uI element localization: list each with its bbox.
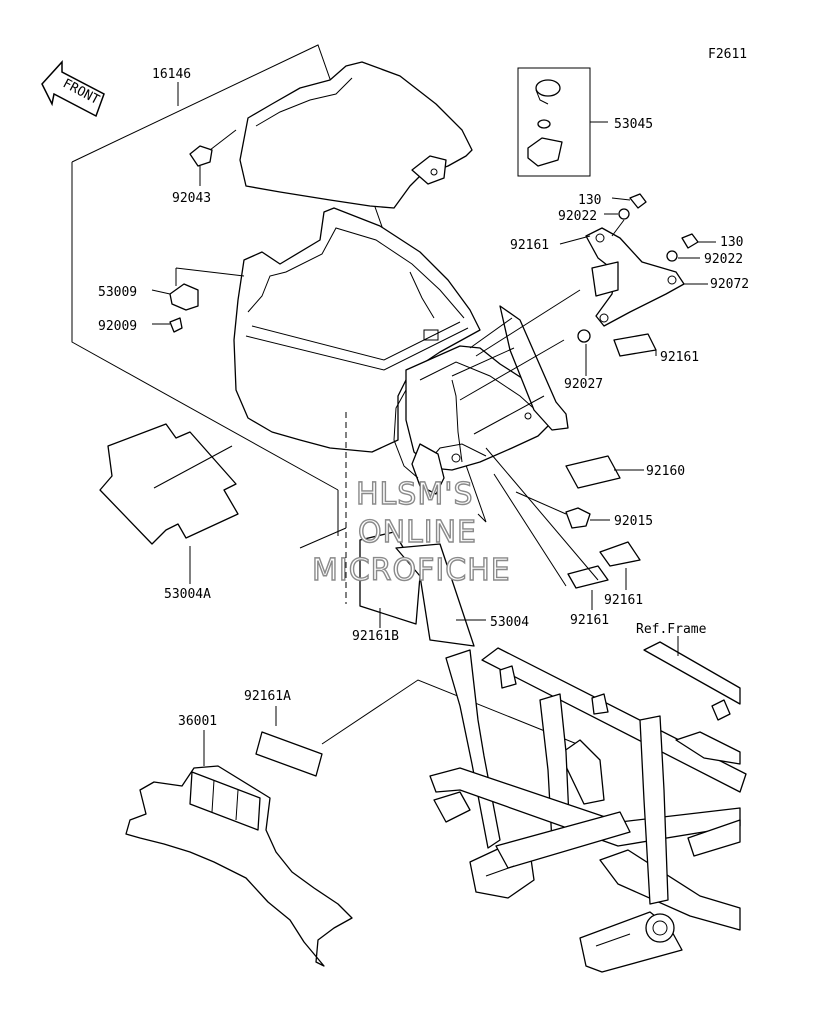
watermark-line-2: ONLINE (358, 515, 477, 550)
part-label[interactable]: 92009 (98, 319, 137, 334)
part-label[interactable]: 92027 (564, 377, 603, 392)
front-arrow-icon: FRONT (41, 60, 105, 118)
bolt-130-right (666, 233, 716, 285)
watermark: HLSM'S ONLINE MICROFICHE (311, 476, 511, 588)
part-label[interactable]: 53004A (164, 587, 211, 602)
part-label[interactable]: 92161 (604, 593, 643, 608)
part-label[interactable]: 92072 (710, 277, 749, 292)
leader-line (299, 527, 347, 549)
part-label[interactable]: 92161A (244, 689, 291, 704)
part-label[interactable]: 92161B (352, 629, 399, 644)
leader-line (559, 235, 591, 245)
part-label[interactable]: 36001 (178, 714, 217, 729)
part-label[interactable]: 53009 (98, 285, 137, 300)
frame-reference (429, 636, 747, 973)
label-92161A (255, 679, 583, 777)
part-label[interactable]: 130 (720, 235, 743, 250)
leader-lines-fender (451, 289, 599, 587)
part-label[interactable]: 92160 (646, 464, 685, 479)
side-cover-panel (233, 207, 481, 453)
label-92160 (565, 455, 644, 489)
rear-fender-inner (393, 305, 569, 495)
nut-92015 (515, 491, 610, 529)
screw-92043 (189, 129, 237, 186)
part-label[interactable]: 92015 (614, 514, 653, 529)
kit-53045 (517, 67, 608, 177)
part-label[interactable]: 92022 (704, 252, 743, 267)
pad-53004A (99, 423, 239, 584)
watermark-line-1: HLSM'S (356, 477, 474, 512)
part-label[interactable]: 130 (578, 193, 601, 208)
clip-53009 (151, 267, 245, 311)
part-label[interactable]: 92022 (558, 209, 597, 224)
part-label[interactable]: 92043 (172, 191, 211, 206)
watermark-line-3: MICROFICHE (312, 553, 511, 588)
figure-code: F2611 (708, 47, 747, 62)
screw-92009 (152, 317, 183, 333)
part-label[interactable]: 92161 (510, 238, 549, 253)
ref-frame-label: Ref.Frame (636, 622, 707, 637)
part-label[interactable]: 53045 (614, 117, 653, 132)
pad-53004 (395, 543, 486, 647)
part-label[interactable]: 92161 (570, 613, 609, 628)
bracket-36001 (125, 730, 353, 967)
washer-92027 (577, 329, 591, 376)
part-label[interactable]: 53004 (490, 615, 529, 630)
label-92161-pair (567, 541, 641, 610)
part-label[interactable]: 92161 (660, 350, 699, 365)
part-label[interactable]: 16146 (152, 67, 191, 82)
bolt-130-upper (604, 193, 647, 237)
seat-cowl-top (239, 61, 473, 209)
label-92161-bracket (613, 333, 657, 357)
bracket-92072 (585, 227, 685, 327)
